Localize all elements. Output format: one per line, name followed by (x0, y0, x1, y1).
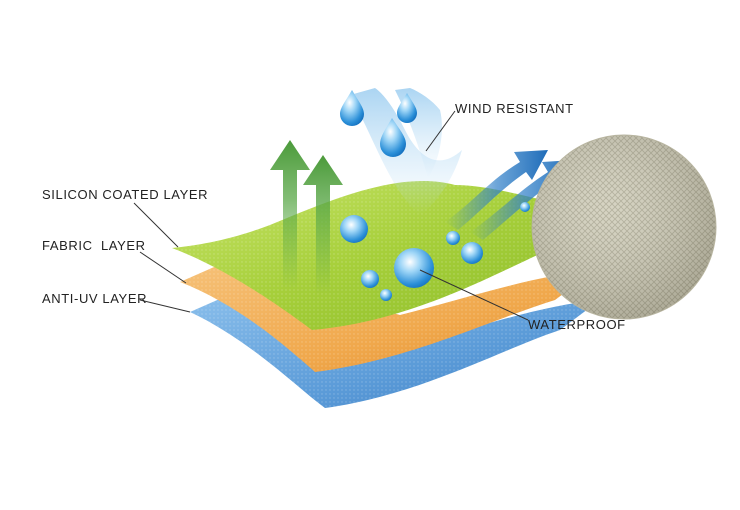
waterproof-leader-line (419, 269, 529, 321)
airborne-droplets (340, 90, 417, 157)
fabric-leader-line (139, 251, 187, 284)
wind-leader-line (425, 110, 456, 152)
droplet (340, 90, 364, 126)
droplet (380, 118, 406, 157)
silicon-coated-layer-label: SILICON COATED LAYER (42, 187, 208, 202)
fabric-layer-label: FABRIC LAYER (42, 238, 146, 253)
waterproof-label: WATERPROOF (528, 317, 626, 332)
silicon-leader-line (133, 202, 179, 248)
surface-water-beads (340, 202, 530, 301)
antiuv-leader-line (139, 299, 191, 313)
droplet (397, 93, 417, 123)
anti-uv-layer-label: ANTI-UV LAYER (42, 291, 147, 306)
silicon-coated-layer (172, 180, 585, 330)
wind-resistant-label: WIND RESISTANT (455, 101, 574, 116)
breathable-green-arrows (270, 140, 343, 295)
magnified-mesh-circle (531, 134, 717, 320)
leader-lines (133, 110, 529, 321)
